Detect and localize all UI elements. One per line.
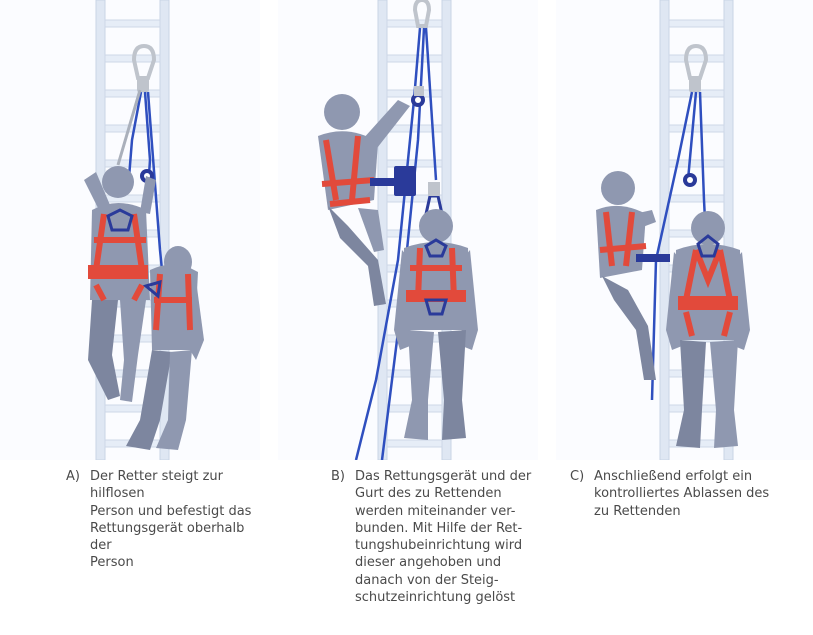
caption-a-text: Der Retter steigt zur hilflosen Person u… <box>90 468 266 572</box>
caption-b-label: B) <box>331 468 345 485</box>
panel-a-illustration <box>0 0 260 460</box>
caption-c-label: C) <box>570 468 584 485</box>
panel-c-illustration <box>556 0 813 460</box>
lifting-device-icon <box>394 166 416 196</box>
caption-b-text: Das Rettungsgerät und der Gurt des zu Re… <box>355 468 531 606</box>
caption-a-label: A) <box>66 468 80 485</box>
caption-c-text: Anschließend erfolgt ein kontrolliertes … <box>594 468 769 520</box>
panel-b-illustration <box>278 0 538 460</box>
